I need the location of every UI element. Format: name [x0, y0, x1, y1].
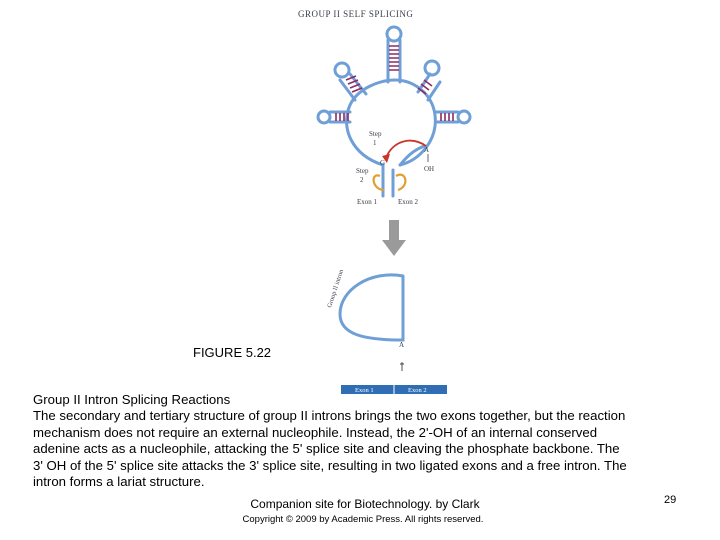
- companion-site-text: Companion site for Biotechnology. by Cla…: [250, 497, 480, 511]
- caption-title: Group II Intron Splicing Reactions: [33, 392, 231, 407]
- page-number: 29: [664, 494, 677, 506]
- step1-arrow: [385, 139, 427, 159]
- copyright-text: Copyright © 2009 by Academic Press. All …: [242, 514, 484, 525]
- step2-arrow: [372, 174, 385, 192]
- exon1-label: Exon 1: [357, 198, 378, 206]
- branch-strand: [398, 144, 426, 167]
- exon2-label: Exon 2: [398, 198, 419, 206]
- product-branch-mark: [400, 362, 404, 371]
- figure-label: FIGURE 5.22: [193, 345, 272, 360]
- step1-label: Step: [369, 130, 382, 138]
- base-pairs: [335, 45, 454, 121]
- upper-left-loop: [333, 61, 351, 79]
- product-exon1-label: Exon 1: [355, 387, 374, 394]
- product-exon2-label: Exon 2: [408, 387, 427, 394]
- intron-secondary-structure: [316, 25, 472, 198]
- upper-right-stem: [416, 72, 442, 102]
- central-loop: [345, 78, 437, 167]
- caption-line: 3' OH of the 5' splice site attacks the …: [33, 457, 627, 473]
- lariat-intron: [338, 273, 405, 342]
- step1-number: 1: [373, 139, 377, 147]
- step1-arrowhead: [382, 154, 390, 163]
- group-ii-splicing-diagram: GROUP II SELF SPLICING Step 1 A OH: [298, 9, 472, 394]
- diagram-title: GROUP II SELF SPLICING: [298, 9, 413, 19]
- oh-label: OH: [424, 165, 434, 173]
- caption-line: adenine acts as a nucleophile, attacking…: [33, 441, 620, 457]
- left-loop: [316, 109, 332, 125]
- product-branch-a: A: [399, 341, 404, 349]
- down-arrow: [382, 220, 406, 256]
- left-stem: [328, 110, 352, 124]
- upper-right-loop: [423, 59, 441, 77]
- step2-arc-right: [395, 173, 407, 192]
- caption-line: The secondary and tertiary structure of …: [33, 408, 626, 424]
- top-stem-loop: [385, 25, 403, 43]
- top-stem: [386, 38, 402, 84]
- caption-line: mechanism does not require an external n…: [33, 424, 598, 440]
- right-stem: [434, 110, 460, 124]
- branch-a-label: A: [424, 146, 429, 154]
- right-loop: [456, 109, 472, 125]
- caption: Group II Intron Splicing Reactions The s…: [33, 392, 683, 490]
- step2-number: 2: [360, 176, 364, 184]
- caption-line: intron forms a lariat structure.: [33, 474, 205, 490]
- step2-label: Step: [356, 167, 369, 175]
- g-label: G: [380, 159, 385, 167]
